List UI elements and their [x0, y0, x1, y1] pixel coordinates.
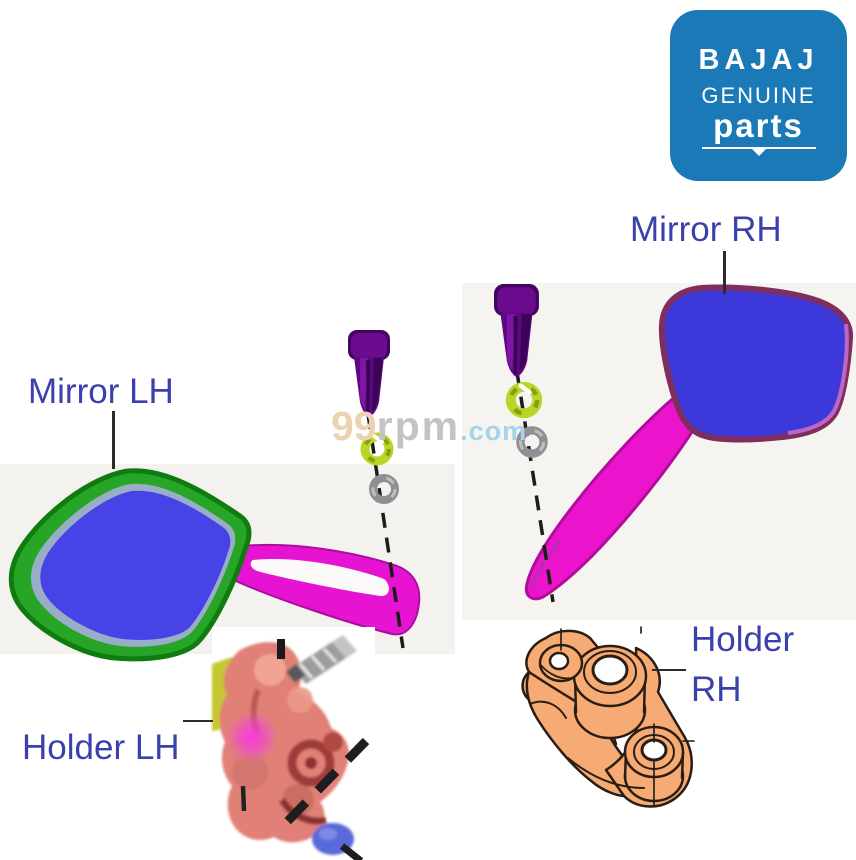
mirror-lh-arm-slot [250, 558, 389, 597]
holder-rh-part [521, 626, 695, 808]
holder-lh-body [219, 642, 350, 843]
holder-lh-axis-end [339, 843, 364, 860]
mirror-rh-arm-highlight [529, 538, 562, 589]
logo-parts-text: parts [713, 107, 804, 144]
label-holder-rh-line2: RH [691, 670, 742, 710]
holder-lh-part [212, 627, 375, 860]
logo-chevron-down-icon [749, 147, 768, 156]
mirror-lh-part [8, 468, 421, 662]
bolt-lh [348, 330, 390, 417]
holder-lh-glow [225, 710, 279, 764]
holder-lh-axis [275, 737, 370, 834]
label-mirror-lh: Mirror LH [28, 372, 174, 411]
bajaj-genuine-parts-logo: BAJAJ GENUINE parts [670, 10, 847, 181]
holder-rh-small-hole [548, 651, 570, 671]
holder-rh-centerlines [560, 626, 695, 807]
leader-holder-rh [652, 669, 686, 671]
label-holder-rh-line1: Holder [691, 620, 795, 659]
label-holder-lh: Holder LH [22, 728, 180, 767]
mirror-rh-frame [658, 284, 854, 443]
mirror-rh-arm [524, 393, 701, 601]
mirror-lh-glass [40, 490, 231, 640]
label-mirror-rh: Mirror RH [630, 210, 782, 249]
holder-rh-lower-hole [640, 738, 668, 762]
mirror-rh-part [524, 284, 854, 601]
logo-genuine-text: GENUINE [701, 83, 816, 108]
label-holder-rh: Holder RH [691, 620, 794, 711]
leader-holder-lh [183, 720, 213, 722]
spring-washer-lh [365, 436, 389, 461]
mirror-rh-frame-highlight [787, 323, 849, 435]
leader-mirror-rh [723, 251, 726, 294]
holder-rh-big-hole [591, 654, 629, 686]
assembly-axis-lh [366, 413, 405, 649]
logo-underline [701, 147, 816, 156]
fastener-lh-group [348, 330, 405, 649]
holder-lh-edge-line [240, 785, 247, 812]
leader-mirror-lh [112, 411, 115, 469]
logo-brand-text: BAJAJ [698, 44, 819, 76]
fastener-rh-group [494, 284, 555, 603]
